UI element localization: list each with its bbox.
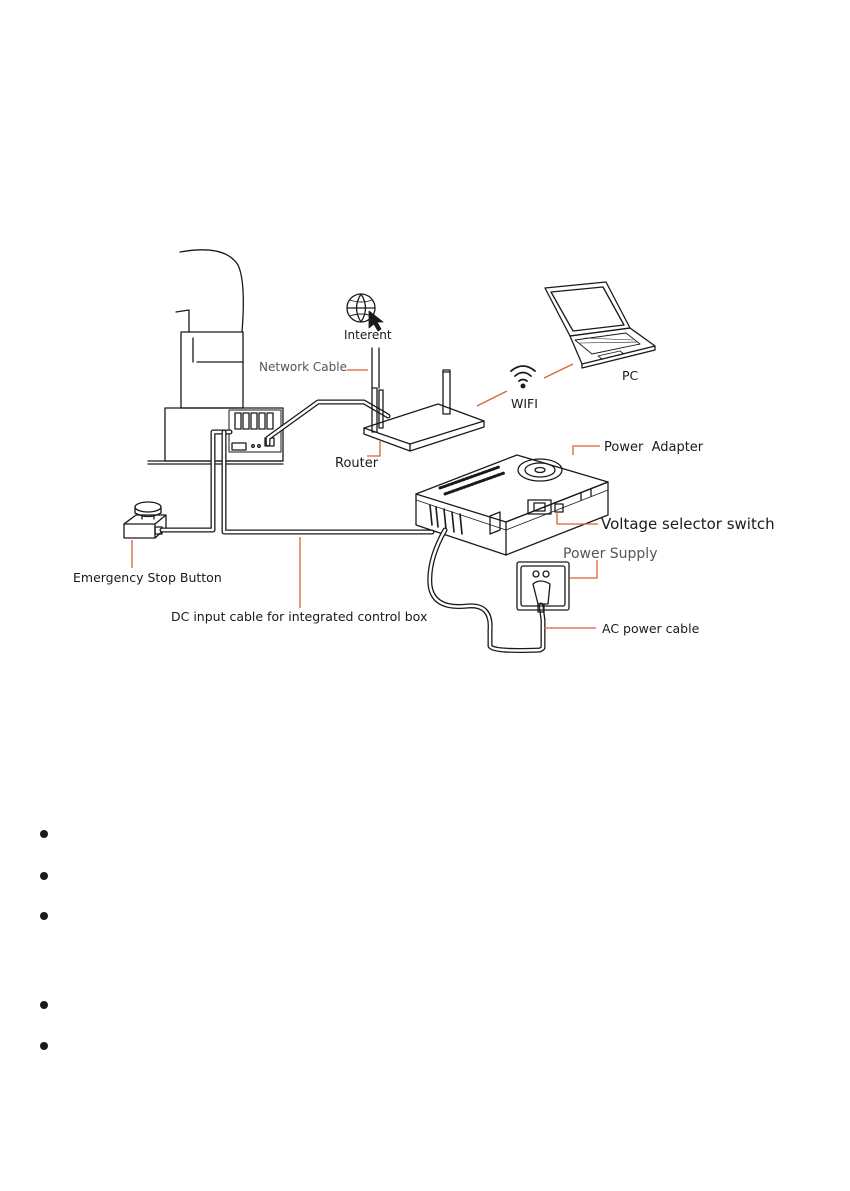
leader-pc <box>544 364 573 378</box>
bullet-point <box>40 830 48 838</box>
label-ac-power-cable: AC power cable <box>602 621 700 636</box>
wall-socket <box>517 562 569 612</box>
label-emergency-stop: Emergency Stop Button <box>73 570 222 585</box>
label-wifi: WIFI <box>511 396 538 411</box>
bullet-point <box>40 872 48 880</box>
network-cable <box>268 402 388 444</box>
label-dc-input-cable: DC input cable for integrated control bo… <box>171 609 427 624</box>
emergency-stop-cable <box>162 432 230 530</box>
leader-voltage-selector <box>557 512 598 524</box>
label-router: Router <box>335 456 379 471</box>
bullet-point <box>40 912 48 920</box>
label-network-cable: Network Cable <box>259 360 347 374</box>
leader-power-adapter <box>573 446 600 455</box>
label-power-supply: Power Supply <box>563 546 658 562</box>
leader-wifi <box>477 391 507 406</box>
wifi-icon <box>511 366 535 388</box>
label-interent: Interent <box>344 328 392 342</box>
power-adapter-device <box>416 455 608 555</box>
label-pc: PC <box>622 368 639 383</box>
emergency-stop-button-device <box>124 502 166 538</box>
leader-power-supply <box>570 560 597 578</box>
label-power-adapter: Power Adapter <box>604 440 704 455</box>
label-voltage-selector: Voltage selector switch <box>601 515 775 533</box>
laptop-pc <box>545 282 655 368</box>
bullet-point <box>40 1042 48 1050</box>
bullet-point <box>40 1001 48 1009</box>
leader-router <box>367 440 380 456</box>
